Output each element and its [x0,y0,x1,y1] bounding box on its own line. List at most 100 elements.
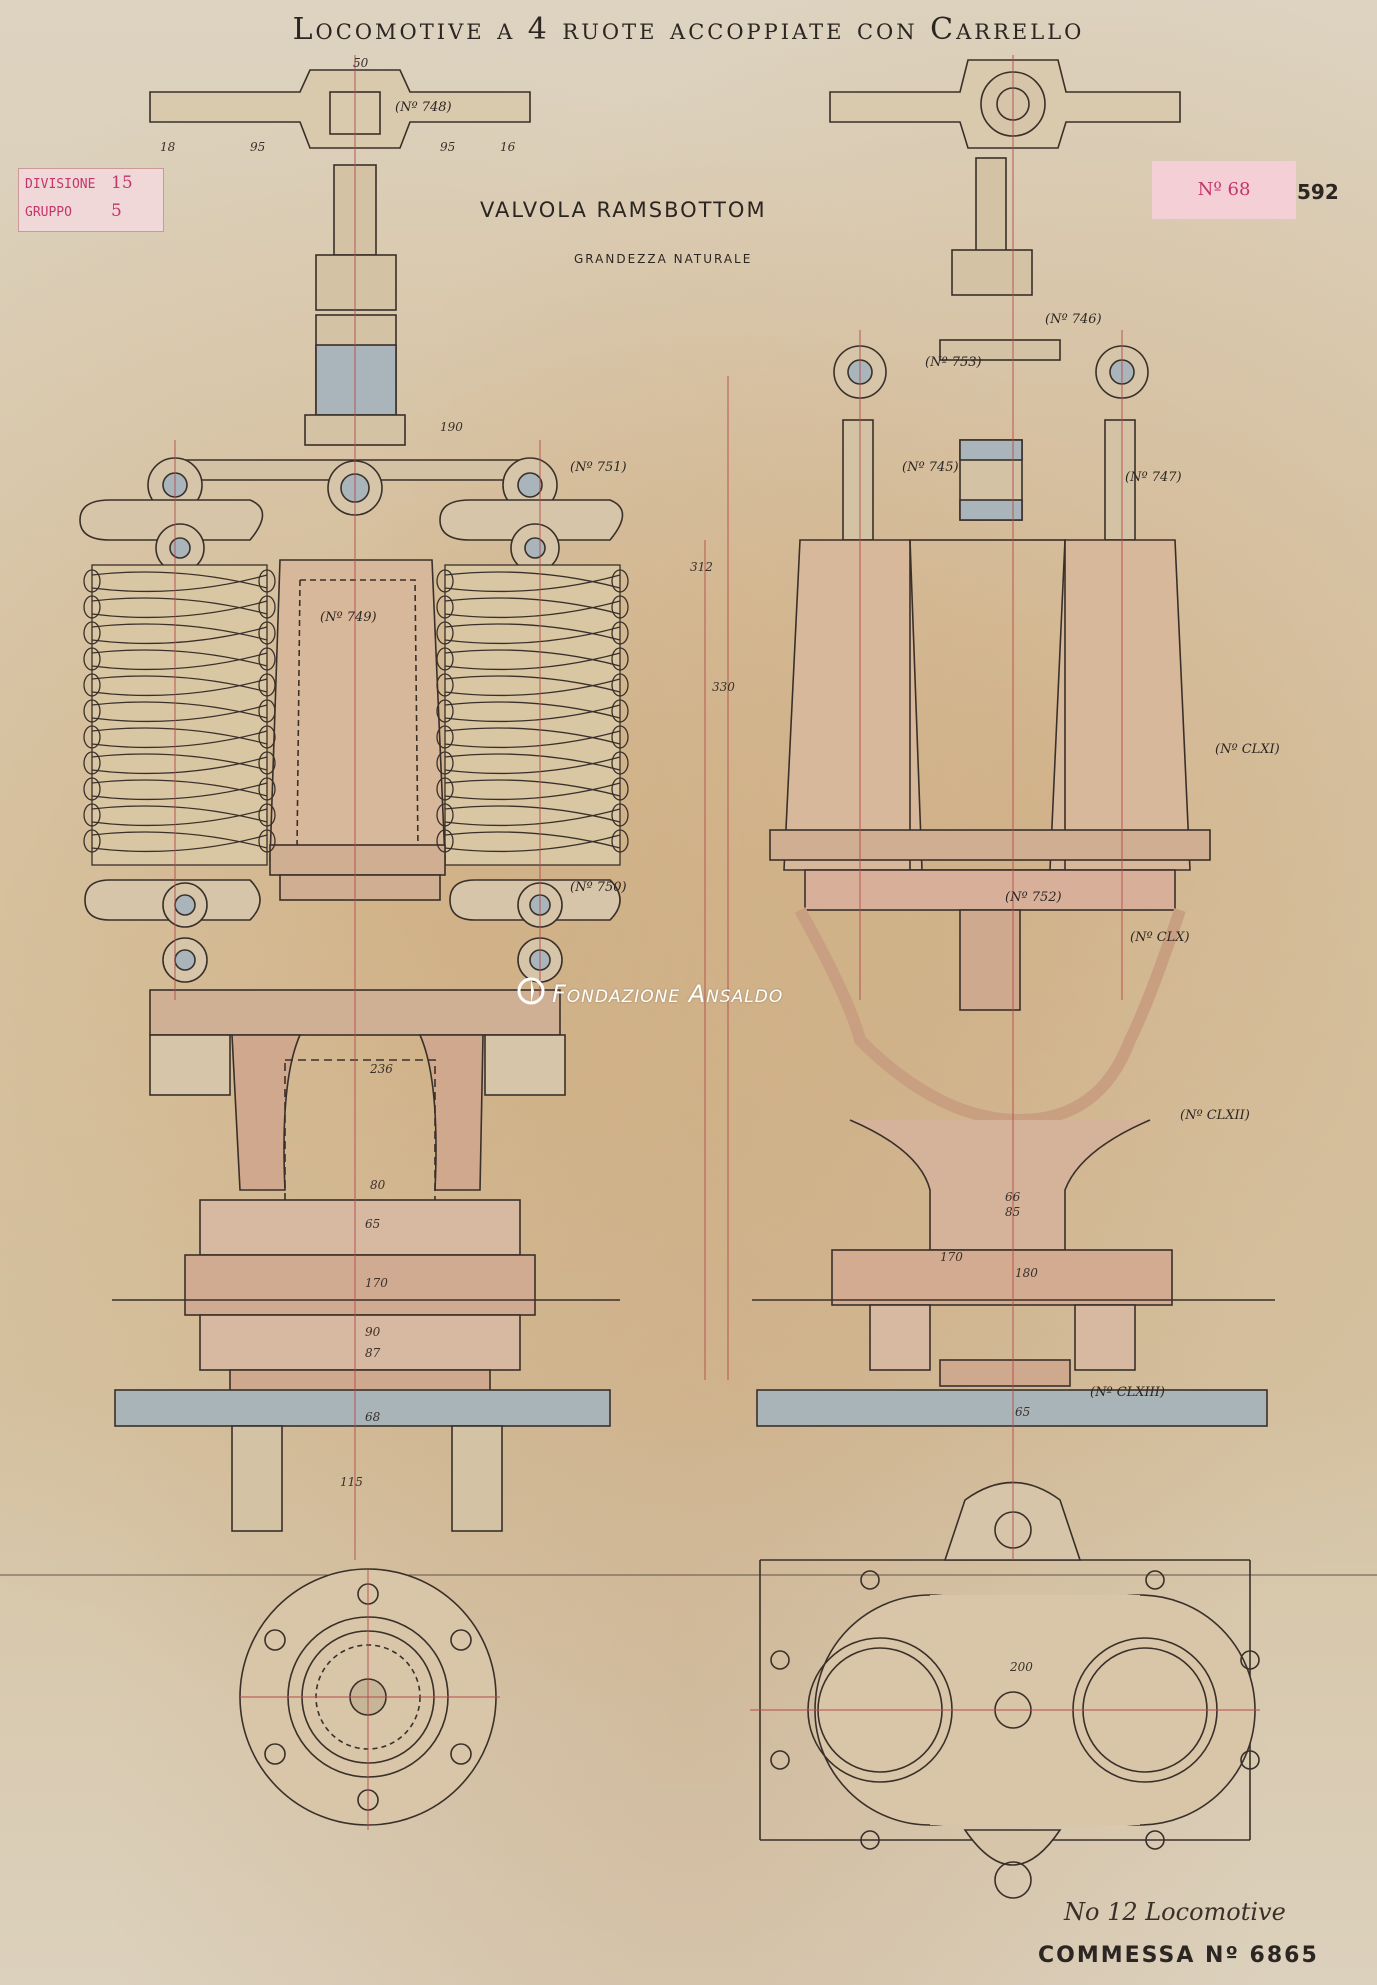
handwritten-note: No 12 Locomotive [1064,1898,1286,1926]
part-number-label: (Nº CLXIII) [1090,1385,1166,1400]
drawing-title: Locomotive a 4 ruote accoppiate con Carr… [292,12,1085,47]
spring-coil-end [611,751,629,775]
spring-coil-end [83,569,101,593]
spring-coil-end [83,777,101,801]
spring-coil-end [611,621,629,645]
dimension-label: 18 [160,140,176,154]
part-number-label: (Nº 753) [925,355,982,370]
spring-coil-end [611,647,629,671]
spring-coil-end [258,751,276,775]
spring-coil-end [436,673,454,697]
spring-coil [444,623,621,645]
spring-coil-end [258,621,276,645]
sheet-number: 592 [1297,180,1339,204]
part-number-label: (Nº 747) [1125,470,1182,485]
spring-coil-end [83,673,101,697]
spring-coil-end [611,699,629,723]
commessa-number: COMMESSA Nº 6865 [1038,1943,1319,1968]
dimension-label: 68 [365,1410,381,1424]
spring-coil-end [611,803,629,827]
dimension-label: 312 [690,560,713,574]
spring-coil-end [258,725,276,749]
spring-coil-end [83,621,101,645]
spring-coil-end [611,725,629,749]
spring-coil-end [83,829,101,853]
part-number-label: (Nº 749) [320,610,377,625]
group-value: 5 [111,201,122,221]
spring-coil [444,727,621,749]
dimension-label: 95 [250,140,266,154]
dimension-label: 200 [1010,1660,1033,1674]
spring-coil-end [436,569,454,593]
spring-coil-end [83,751,101,775]
spring-coil [91,597,268,619]
spring-coil-end [258,569,276,593]
spring-coil [91,675,268,697]
dimension-label: 115 [340,1475,363,1489]
dimension-label: 65 [1015,1405,1031,1419]
dimension-label: 170 [365,1276,388,1290]
group-label: GRUPPO [25,205,72,220]
division-value: 15 [111,173,133,193]
division-label: DIVISIONE [25,177,96,192]
spring-coil-end [611,829,629,853]
dimension-label: 190 [440,420,463,434]
spring-coil [91,727,268,749]
division-stamp: DIVISIONE 15 GRUPPO 5 [18,168,164,232]
spring-coil [91,831,268,853]
spring-coil-end [611,777,629,801]
spring-coil [444,649,621,671]
part-number-label: (Nº CLXI) [1215,742,1280,757]
spring-coil [91,779,268,801]
dimension-label: 65 [365,1217,381,1231]
dimension-label: 80 [370,1178,386,1192]
dimension-label: 50 [353,56,369,70]
spring-coil-end [611,673,629,697]
spring-coil-end [258,777,276,801]
dimension-label: 236 [370,1062,393,1076]
drawing-subtitle: VALVOLA RAMSBOTTOM [480,198,767,222]
part-number-label: (Nº 751) [570,460,627,475]
spring-coil [91,571,268,593]
spring-coil-end [83,699,101,723]
spring-coil-end [436,621,454,645]
spring-coil [444,779,621,801]
spring-coil-end [83,803,101,827]
spring-coil-end [611,595,629,619]
spring-coil-end [611,569,629,593]
dimension-label: 85 [1005,1205,1021,1219]
scale-caption: GRANDEZZA NATURALE [574,252,753,266]
dimension-label: 16 [500,140,516,154]
spring-coil-end [258,699,276,723]
spring-coil [444,675,621,697]
part-number-label: (Nº 748) [395,100,452,115]
dimension-label: 95 [440,140,456,154]
spring-coil [444,831,621,853]
part-number-label: (Nº 746) [1045,312,1102,327]
spring-coil [444,753,621,775]
spring-coil-end [436,595,454,619]
spring-coil-end [83,595,101,619]
spring-coil-end [83,647,101,671]
spring-coil [444,805,621,827]
spring-coil-end [258,829,276,853]
dimension-label: 66 [1005,1190,1021,1204]
dimension-label: 330 [712,680,735,694]
spring-coil [91,805,268,827]
spring-coil-end [436,777,454,801]
spring-coil [444,571,621,593]
spring-coil-end [258,595,276,619]
dimension-label: 87 [365,1346,381,1360]
spring-coil [91,649,268,671]
ansaldo-logo-icon [517,977,545,1005]
part-number-label: (Nº 752) [1005,890,1062,905]
spring-coil [91,623,268,645]
spring-coil [444,597,621,619]
spring-coil [91,701,268,723]
spring-coil-end [258,673,276,697]
spring-coil-end [258,803,276,827]
spring-coil-end [83,725,101,749]
drawing-number-label: Nº 68 [1152,161,1296,219]
